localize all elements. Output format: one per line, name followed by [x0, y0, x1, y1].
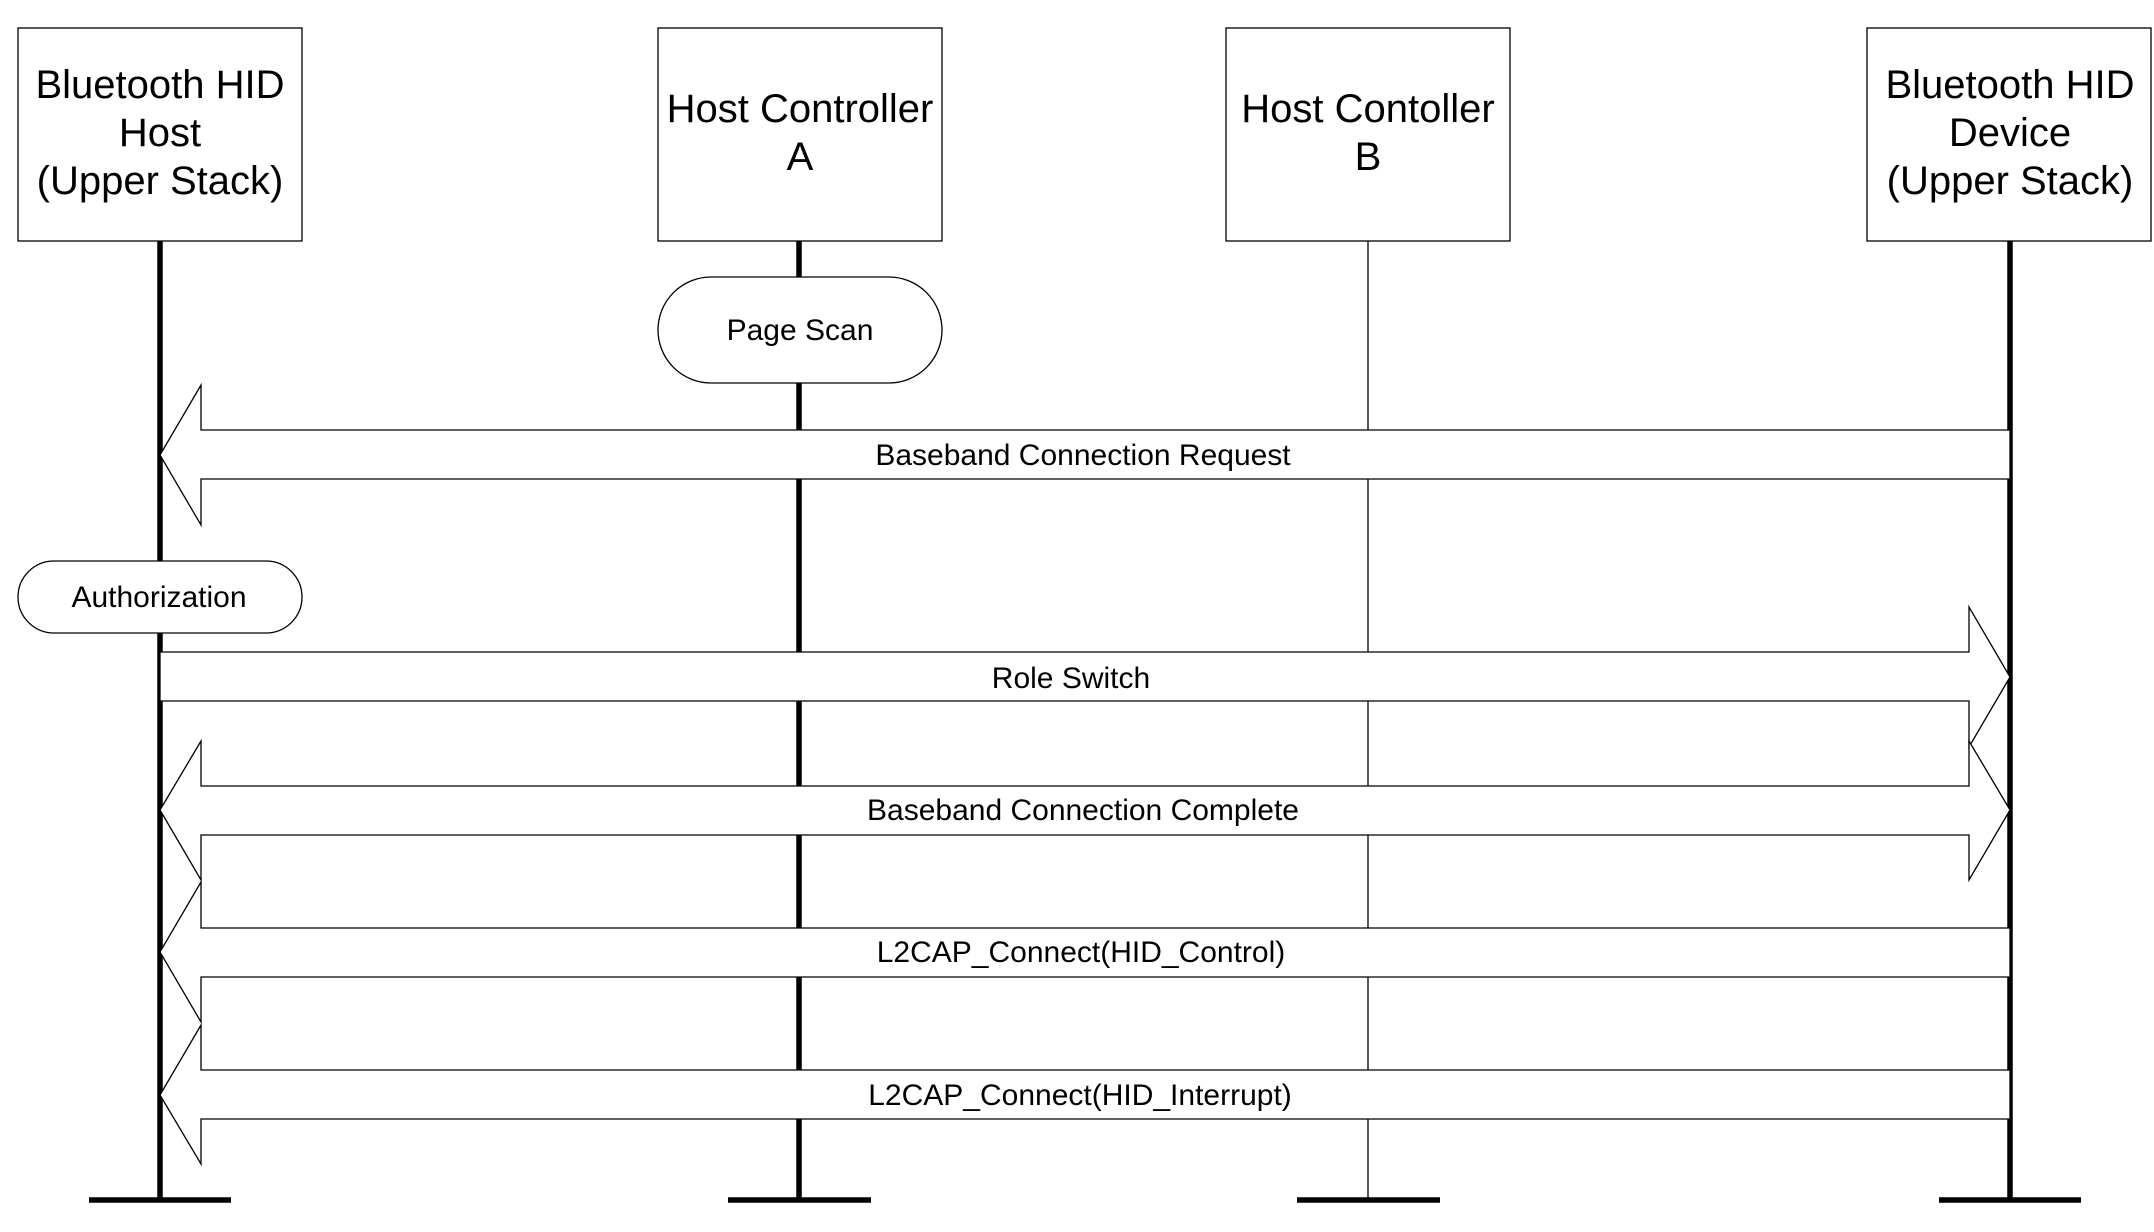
- participant-label-line: Host Contoller: [1241, 87, 1494, 131]
- message-l2cap-connect-hid-interrupt: L2CAP_Connect(HID_Interrupt): [159, 1022, 2011, 1167]
- message-label: Role Switch: [992, 662, 1150, 695]
- message-l2cap-connect-hid-control: L2CAP_Connect(HID_Control): [159, 879, 2011, 1025]
- participant-label-line: Bluetooth HID: [35, 63, 284, 107]
- message-label: L2CAP_Connect(HID_Interrupt): [868, 1079, 1292, 1112]
- activity-page-scan: Page Scan: [657, 276, 943, 384]
- participant-host-controller-b: Host Contoller B: [1225, 27, 1511, 242]
- participant-label-line: A: [787, 135, 814, 179]
- activity-label: Authorization: [71, 581, 246, 614]
- message-label: Baseband Connection Complete: [867, 794, 1299, 827]
- activity-label: Page Scan: [727, 314, 874, 347]
- participant-hid-host: Bluetooth HID Host (Upper Stack): [17, 27, 303, 242]
- participant-label-line: Host Controller: [667, 87, 934, 131]
- message-baseband-connection-request: Baseband Connection Request: [159, 382, 2011, 528]
- message-label: L2CAP_Connect(HID_Control): [877, 936, 1286, 969]
- activity-authorization: Authorization: [17, 560, 303, 634]
- message-role-switch: Role Switch: [159, 604, 2011, 750]
- participant-label-line: (Upper Stack): [37, 159, 284, 203]
- message-baseband-connection-complete: Baseband Connection Complete: [159, 738, 2011, 883]
- participant-label-line: Host: [119, 111, 201, 155]
- participant-label-line: (Upper Stack): [1887, 159, 2134, 203]
- participant-hid-device: Bluetooth HID Device (Upper Stack): [1866, 27, 2152, 242]
- participant-label-line: Device: [1949, 111, 2071, 155]
- participant-host-controller-a: Host Controller A: [657, 27, 943, 242]
- message-label: Baseband Connection Request: [875, 439, 1291, 472]
- participant-label-line: Bluetooth HID: [1885, 63, 2134, 107]
- participant-label-line: B: [1355, 135, 1382, 179]
